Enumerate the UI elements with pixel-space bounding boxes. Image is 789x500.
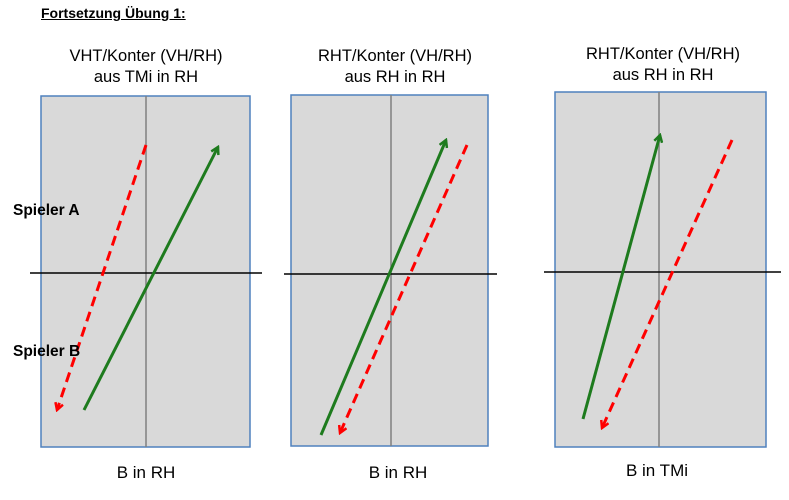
panel-1-title-line2: aus TMi in RH xyxy=(93,68,199,86)
player-a-label: Spieler A xyxy=(13,202,80,219)
solid-stroke-arrow xyxy=(319,140,446,436)
panel-3-title: RHT/Konter (VH/RH) aus RH in RH xyxy=(548,44,778,86)
panel-2-court xyxy=(284,94,497,447)
panel-2-title-line2: aus RH in RH xyxy=(344,68,446,86)
exercise-heading: Fortsetzung Übung 1: xyxy=(41,5,186,21)
panel-3-title-line2: aus RH in RH xyxy=(612,66,714,84)
dashed-return-arrow xyxy=(57,144,148,410)
solid-stroke-arrow xyxy=(82,147,218,411)
panel-2-title: RHT/Konter (VH/RH) aus RH in RH xyxy=(280,46,510,88)
panel-1-court xyxy=(30,95,262,448)
panel-1-bottom-label: B in RH xyxy=(116,463,176,482)
dashed-return-arrow xyxy=(602,139,734,428)
panel-3-bottom-label: B in TMi xyxy=(625,461,689,480)
panel-3-title-line1: RHT/Konter (VH/RH) xyxy=(585,45,741,63)
panel-1-title-line1: VHT/Konter (VH/RH) xyxy=(69,47,223,65)
player-b-label: Spieler B xyxy=(13,343,81,360)
panel-3-court xyxy=(544,91,781,448)
court-area xyxy=(554,91,767,448)
panel-2-bottom-label: B in RH xyxy=(368,463,428,482)
solid-stroke-arrow xyxy=(581,135,660,420)
dashed-return-arrow xyxy=(340,144,469,433)
panel-1-title: VHT/Konter (VH/RH) aus TMi in RH xyxy=(31,46,261,88)
panel-2-title-line1: RHT/Konter (VH/RH) xyxy=(317,47,473,65)
